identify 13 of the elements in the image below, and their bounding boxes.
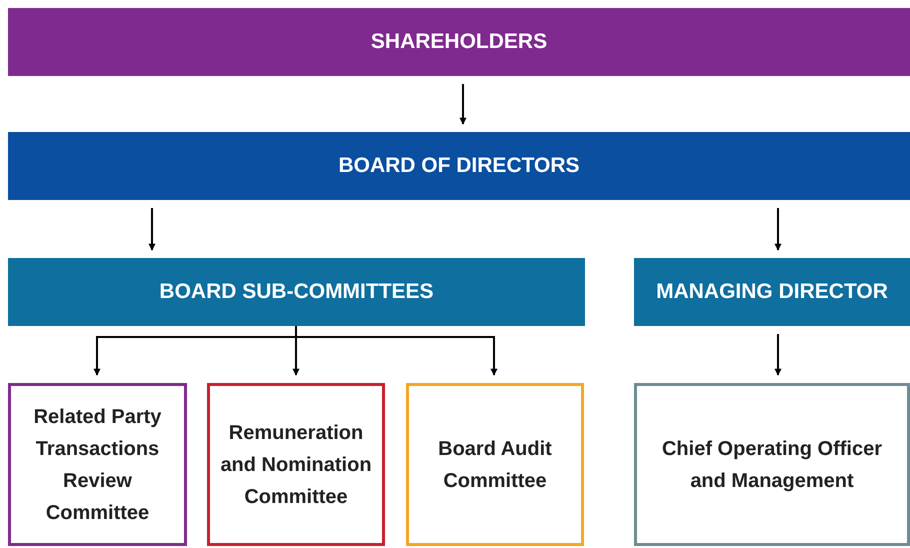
header-bar: BOARD SUB-COMMITTEES: [8, 258, 585, 326]
arrow: [460, 84, 466, 125]
arrow: [774, 208, 782, 251]
header-bar: MANAGING DIRECTOR: [634, 258, 910, 326]
committee-box: Remuneration and Nomination Committee: [207, 383, 385, 546]
committee-box: Related Party Transactions Review Committee: [8, 383, 187, 546]
arrow: [148, 208, 156, 251]
arrow: [295, 326, 498, 376]
committee-box: Chief Operating Officer and Management: [634, 383, 910, 546]
arrow: [774, 334, 782, 376]
header-bar: SHAREHOLDERS: [8, 8, 910, 76]
committee-box: Board Audit Committee: [406, 383, 584, 546]
header-bar: BOARD OF DIRECTORS: [8, 132, 910, 200]
